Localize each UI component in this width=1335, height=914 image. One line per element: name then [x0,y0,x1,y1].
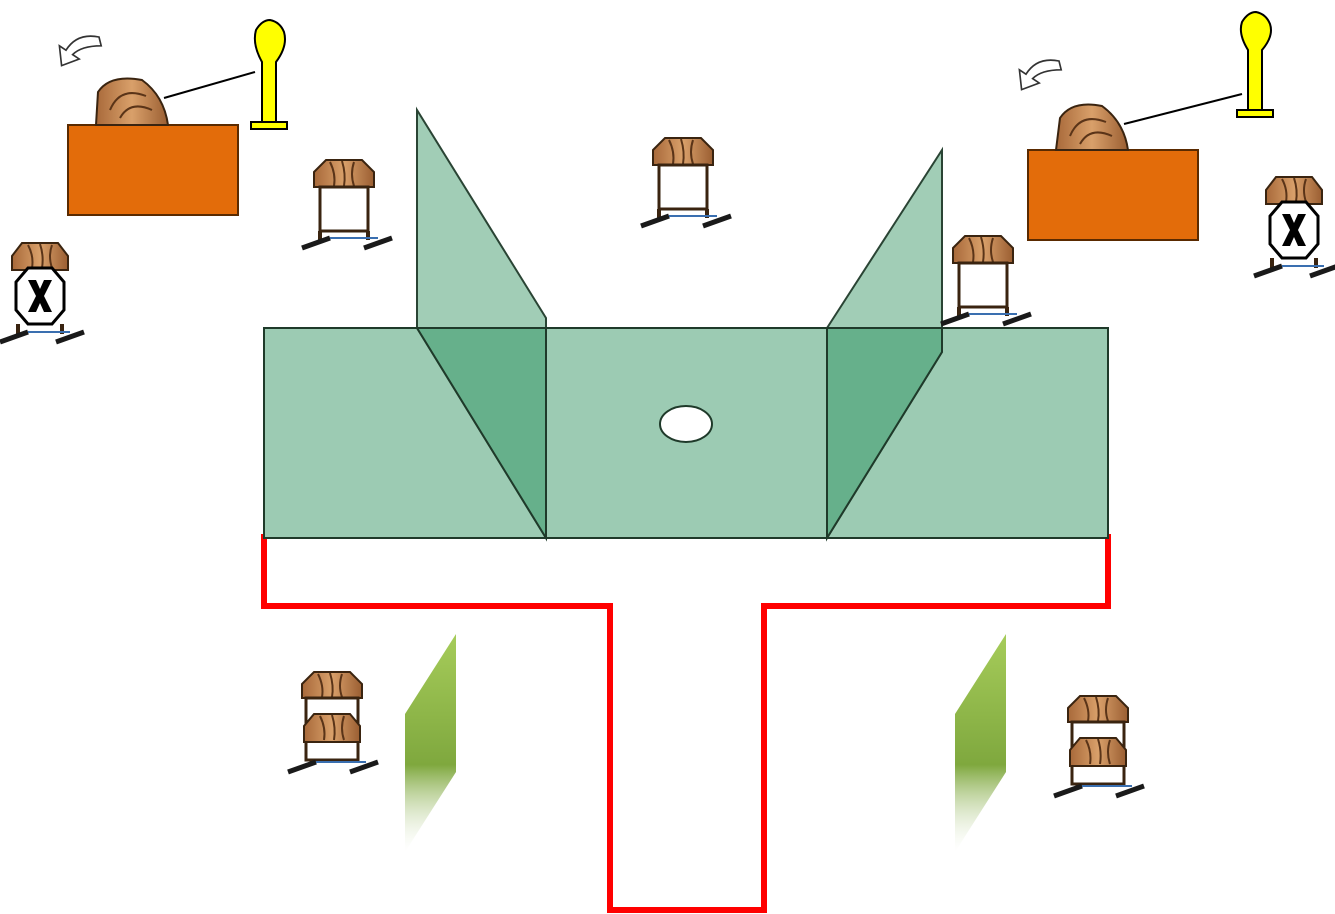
curve-arrow-icon [1018,59,1063,91]
wing-wall-right [826,146,943,542]
swinger-target-right [1054,103,1130,151]
port-hole-icon [659,405,713,443]
fault-line [261,534,1111,913]
curve-arrow-icon [58,35,103,67]
activator-cable-left [163,71,256,99]
paper-target-icon [641,138,731,226]
swinger-target-left [94,77,170,126]
mover-box-left [67,124,239,216]
mover-right [1018,10,1274,241]
mover-box-right [1027,149,1199,241]
activator-paddle-icon [1236,10,1274,118]
vision-barrier-icon [405,634,456,852]
no-shoot-target-icon [0,243,84,342]
vision-barrier-icon [955,634,1006,852]
wing-wall-left [415,106,547,542]
activator-paddle-icon [250,18,288,130]
paper-target-icon [302,160,392,248]
paper-target-icon [1054,696,1144,796]
mover-left [58,18,288,216]
no-shoot-target-icon [1254,177,1335,276]
paper-target-icon [941,236,1031,324]
paper-target-icon [288,672,378,772]
activator-cable-right [1123,93,1243,125]
